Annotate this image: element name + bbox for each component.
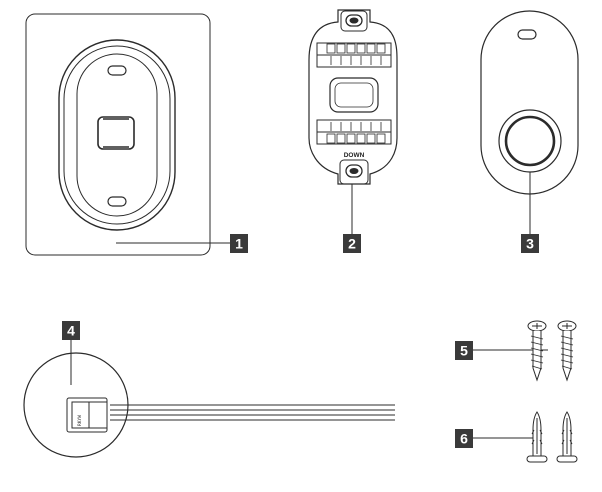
screws [473, 320, 577, 382]
top-tab [340, 10, 368, 32]
bottom-tab [339, 159, 369, 185]
callout-3-number: 3 [526, 236, 534, 252]
callout-2-box [343, 234, 361, 253]
screw-2 [557, 320, 577, 382]
callout-4-box [62, 321, 80, 340]
callout-3-box [521, 234, 539, 253]
screw-slot-bottom [107, 196, 127, 207]
top-screw-hole [349, 17, 359, 24]
anchor-1 [526, 411, 548, 463]
callout-1: 1 [230, 234, 248, 253]
anchor-2 [556, 411, 578, 463]
wall-anchors [473, 411, 578, 463]
callout-6-number: 6 [460, 431, 468, 447]
callout-5: 5 [455, 341, 473, 360]
controller-inner-panel [76, 53, 158, 217]
connector-wire-letters: RKYW [77, 415, 83, 426]
controller-outer-ring [58, 39, 176, 231]
base-plate [308, 9, 398, 234]
bottom-screw-slot [345, 164, 363, 178]
center-opening [329, 77, 379, 113]
connector-back [88, 401, 108, 429]
callout-4-number: 4 [67, 323, 75, 339]
down-label: DOWN [344, 152, 365, 159]
callout-1-number: 1 [235, 236, 243, 252]
callout-5-number: 5 [460, 343, 468, 359]
callout-5-box [455, 341, 473, 360]
controller-body [63, 45, 171, 225]
callout-3: 3 [521, 234, 539, 253]
wire-opening [97, 116, 135, 150]
wall-plate [25, 13, 211, 256]
bottom-terminals [326, 122, 386, 144]
remote-slot [517, 29, 537, 40]
top-terminals [326, 43, 386, 65]
screw-slot-top [107, 65, 127, 76]
top-screw-slot [345, 14, 363, 27]
base-plate-outline [308, 9, 398, 185]
callout-6-box [455, 429, 473, 448]
callout-2: 2 [343, 234, 361, 253]
bottom-screw-hole [349, 168, 359, 174]
screw-1 [527, 320, 547, 382]
callout-1-box [230, 234, 248, 253]
remote-button [504, 115, 556, 167]
callout-2-number: 2 [348, 236, 356, 252]
center-opening-inner [334, 82, 374, 108]
wire-harness [23, 340, 395, 458]
wall-plate-assembly [25, 13, 230, 256]
callout-6: 6 [455, 429, 473, 448]
remote-fob [480, 10, 579, 234]
remote-button-ring [498, 109, 562, 173]
callout-4: 4 [62, 321, 80, 340]
